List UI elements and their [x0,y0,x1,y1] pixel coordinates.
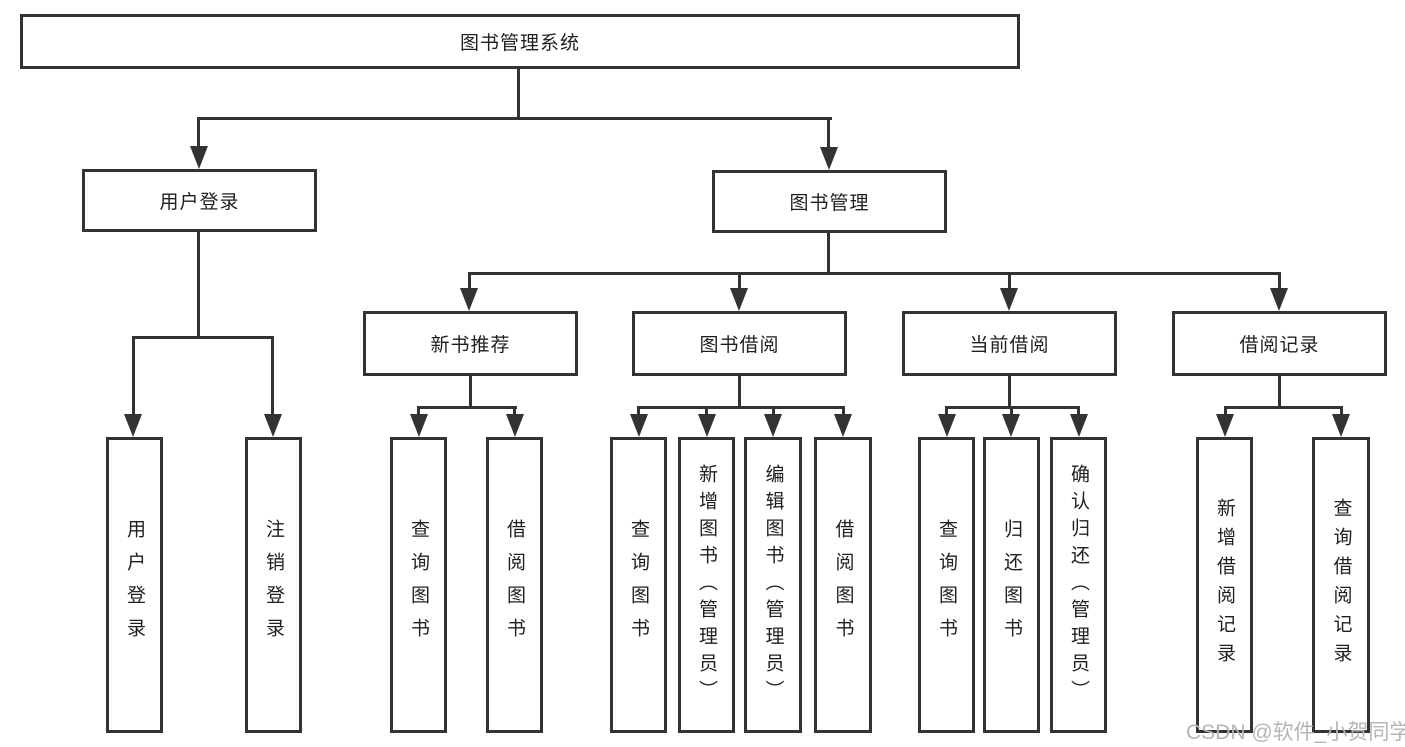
leaf-edit-books-admin: 编辑图书（管理员） [744,437,802,733]
edge-borrowing-bar [637,406,845,409]
leaf-label: 新增图书（管理员） [696,463,717,707]
leaf-borrow-books-borrowing: 借阅图书 [814,437,872,733]
node-library-management-system: 图书管理系统 [20,14,1020,69]
edge-book-management-bar [468,272,1280,275]
node-borrowing-records: 借阅记录 [1172,311,1387,376]
node-book-borrowing: 图书借阅 [632,311,847,376]
edge-newbook-bar [417,406,517,409]
arrow-down-icon [1270,288,1288,311]
edge-drop-leaf [417,406,420,416]
leaf-label: 注销登录 [263,519,284,651]
leaf-query-books-borrowing: 查询图书 [610,437,667,733]
leaf-return-books: 归还图书 [983,437,1040,733]
leaf-label: 查询借阅记录 [1330,498,1352,672]
edge-root-bar [198,117,832,120]
leaf-user-login: 用户登录 [106,437,163,733]
edge-drop-leaf [1077,406,1080,416]
edge-drop-leaf [637,406,640,416]
edge-root-stem [517,69,520,117]
arrow-down-icon [1332,414,1350,437]
edge-records-stem [1278,376,1281,406]
leaf-label: 确认归还（管理员） [1068,463,1089,707]
edge-records-bar [1224,406,1343,409]
edge-drop-user-login [197,117,200,149]
arrow-down-icon [1216,414,1234,437]
node-new-book-recommendation: 新书推荐 [363,311,578,376]
arrow-down-icon [460,288,478,311]
leaf-label: 查询图书 [628,519,649,651]
edge-borrowing-stem [738,376,741,406]
edge-drop-leaf [1340,406,1343,416]
arrow-down-icon [820,147,838,170]
edge-newbook-stem [469,376,472,406]
arrow-down-icon [834,414,852,437]
edge-drop-leaf [842,406,845,416]
arrow-down-icon [506,414,524,437]
edge-drop-leaf [772,406,775,416]
leaf-label: 借阅图书 [504,519,525,651]
arrow-down-icon [410,414,428,437]
leaf-label: 用户登录 [124,519,145,651]
edge-book-management-stem [827,233,830,274]
csdn-watermark: CSDN @软件_小贺同学 [1186,721,1405,744]
leaf-logout: 注销登录 [245,437,302,733]
leaf-query-books-current: 查询图书 [918,437,975,733]
arrow-down-icon [190,146,208,169]
arrow-down-icon [764,414,782,437]
edge-drop-book-management [827,117,830,150]
node-current-borrowing: 当前借阅 [902,311,1117,376]
arrow-down-icon [630,414,648,437]
leaf-label: 编辑图书（管理员） [762,463,784,707]
arrow-down-icon [1000,288,1018,311]
edge-drop-leaf [1010,406,1013,416]
leaf-borrow-books-newbook: 借阅图书 [486,437,543,733]
edge-current-stem [1008,376,1011,406]
arrow-down-icon [730,288,748,311]
arrow-down-icon [698,414,716,437]
edge-drop-level3 [738,272,741,290]
leaf-label: 查询图书 [936,519,957,651]
edge-drop-level3 [1278,272,1281,290]
arrow-down-icon [264,414,282,437]
leaf-add-books-admin: 新增图书（管理员） [678,437,735,733]
arrow-down-icon [938,414,956,437]
node-user-login: 用户登录 [82,169,317,232]
leaf-label: 查询图书 [408,519,429,651]
leaf-add-borrow-record: 新增借阅记录 [1196,437,1253,733]
arrow-down-icon [1070,414,1088,437]
leaf-confirm-return-admin: 确认归还（管理员） [1050,437,1107,733]
leaf-label: 归还图书 [1001,519,1022,651]
edge-drop-leaf [132,336,135,415]
edge-user-login-bar [132,336,274,339]
arrow-down-icon [124,414,142,437]
edge-drop-level3 [468,272,471,290]
edge-drop-leaf [705,406,708,416]
leaf-query-books-newbook: 查询图书 [390,437,447,733]
edge-drop-leaf [513,406,516,416]
leaf-label: 借阅图书 [832,519,854,651]
edge-drop-leaf [1224,406,1227,416]
leaf-query-borrow-record: 查询借阅记录 [1312,437,1370,733]
arrow-down-icon [1002,414,1020,437]
edge-user-login-stem [197,232,200,336]
leaf-label: 新增借阅记录 [1214,498,1235,672]
node-book-management: 图书管理 [712,170,947,233]
edge-drop-leaf [271,336,274,415]
edge-drop-leaf [945,406,948,416]
edge-drop-level3 [1008,272,1011,290]
